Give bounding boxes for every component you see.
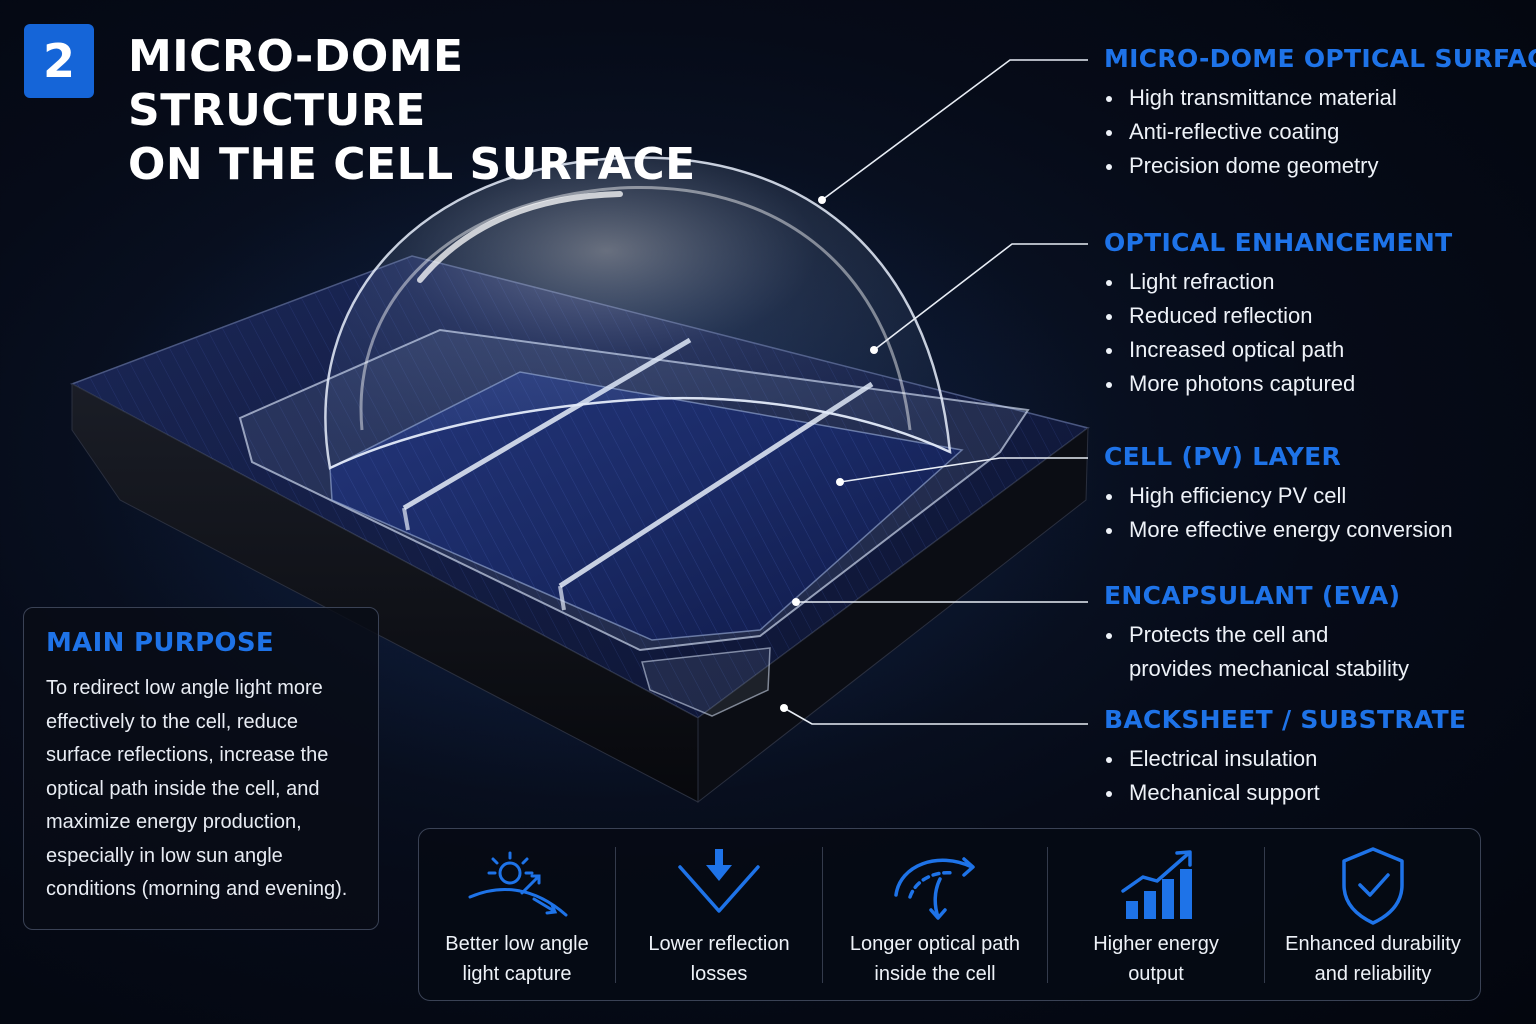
benefit-label-line-2: and reliability (1314, 963, 1432, 985)
main-purpose-text: To redirect low angle light more effecti… (46, 672, 356, 907)
main-purpose-title: MAIN PURPOSE (46, 628, 274, 658)
list-item: Electrical insulation (1104, 742, 1524, 776)
title-line-1: MICRO-DOME STRUCTURE (128, 31, 464, 136)
text-line: maximize energy production, (46, 811, 302, 833)
benefit-higher-energy-output: Higher energy output (1048, 829, 1264, 1000)
list-item: More photons captured (1104, 367, 1524, 401)
title-line-2: ON THE CELL SURFACE (128, 139, 696, 190)
pv-cell (329, 337, 964, 641)
list-item-line-1: Protects the cell and (1129, 622, 1329, 647)
text-line: effectively to the cell, reduce (46, 710, 298, 733)
list-item: Light refraction (1104, 265, 1524, 299)
benefit-label: Longer optical path inside the cell (823, 929, 1047, 989)
divider (615, 847, 616, 983)
arrow-down-v-icon (678, 849, 760, 913)
callout-cell-pv-layer: CELL (PV) LAYER High efficiency PV cell … (1104, 442, 1524, 547)
callout-list: Light refraction Reduced reflection Incr… (1104, 265, 1524, 401)
step-number-badge: 2 (24, 24, 94, 98)
benefit-lower-reflection: Lower reflection losses (616, 829, 822, 1000)
benefit-label-line-1: Enhanced durability (1285, 933, 1461, 955)
text-line: optical path inside the cell, and (46, 777, 320, 800)
leader-lines (783, 59, 1088, 725)
list-item: Reduced reflection (1104, 299, 1524, 333)
leader-dots (780, 196, 878, 712)
divider (1047, 847, 1048, 983)
curved-path-icon (894, 857, 975, 920)
benefit-label: Lower reflection losses (616, 929, 822, 989)
benefit-label: Higher energy output (1048, 929, 1264, 989)
benefit-label-line-1: Higher energy (1093, 933, 1219, 955)
list-item: Mechanical support (1104, 776, 1524, 810)
benefit-durability-reliability: Enhanced durability and reliability (1265, 829, 1481, 1000)
list-item: Anti-reflective coating (1104, 115, 1524, 149)
callout-encapsulant-eva: ENCAPSULANT (EVA) Protects the cell and … (1104, 581, 1524, 686)
benefits-bar: Better low angle light capture Lower ref… (418, 828, 1481, 1001)
callout-backsheet-substrate: BACKSHEET / SUBSTRATE Electrical insulat… (1104, 705, 1524, 810)
callout-list: Electrical insulation Mechanical support (1104, 742, 1524, 810)
callout-title: ENCAPSULANT (EVA) (1104, 581, 1401, 610)
text-line: surface reflections, increase the (46, 744, 329, 766)
main-purpose-box: MAIN PURPOSE To redirect low angle light… (23, 607, 379, 930)
list-item: Increased optical path (1104, 333, 1524, 367)
benefit-label: Better low angle light capture (419, 929, 615, 989)
page-title: MICRO-DOME STRUCTURE ON THE CELL SURFACE (128, 30, 748, 192)
list-item: High efficiency PV cell (1104, 479, 1524, 513)
list-item: Protects the cell and provides mechanica… (1104, 618, 1524, 686)
callout-list: High efficiency PV cell More effective e… (1104, 479, 1524, 547)
benefit-label-line-1: Lower reflection (648, 933, 790, 955)
callout-optical-enhancement: OPTICAL ENHANCEMENT Light refraction Red… (1104, 228, 1524, 401)
bar-chart-growth-icon (1121, 850, 1192, 919)
benefit-label: Enhanced durability and reliability (1265, 929, 1481, 989)
text-line: conditions (morning and evening). (46, 878, 348, 900)
callout-title: CELL (PV) LAYER (1104, 442, 1342, 471)
callout-title: MICRO-DOME OPTICAL SURFACE (1104, 44, 1536, 73)
callout-title: OPTICAL ENHANCEMENT (1104, 228, 1453, 257)
callout-list: Protects the cell and provides mechanica… (1104, 618, 1524, 686)
benefit-label-line-2: output (1128, 963, 1184, 985)
sun-angle-icon (468, 851, 568, 917)
divider (1264, 847, 1265, 983)
shield-check-icon (1342, 847, 1404, 925)
text-line: especially in low sun angle (46, 844, 283, 867)
divider (822, 847, 823, 983)
benefit-label-line-2: losses (690, 963, 748, 985)
text-line: To redirect low angle light more (46, 677, 323, 699)
callout-list: High transmittance material Anti-reflect… (1104, 81, 1524, 183)
callout-title: BACKSHEET / SUBSTRATE (1104, 705, 1467, 734)
micro-dome (324, 156, 952, 470)
benefit-label-line-2: light capture (462, 963, 572, 985)
benefit-low-angle-capture: Better low angle light capture (419, 829, 615, 1000)
benefit-label-line-1: Better low angle (445, 933, 589, 955)
list-item-line-2: provides mechanical stability (1129, 656, 1410, 681)
benefit-label-line-2: inside the cell (874, 963, 996, 985)
list-item: High transmittance material (1104, 81, 1524, 115)
list-item: More effective energy conversion (1104, 513, 1524, 547)
benefit-longer-optical-path: Longer optical path inside the cell (823, 829, 1047, 1000)
benefit-label-line-1: Longer optical path (849, 933, 1021, 955)
list-item: Precision dome geometry (1104, 149, 1524, 183)
callout-micro-dome-optical-surface: MICRO-DOME OPTICAL SURFACE High transmit… (1104, 44, 1536, 183)
